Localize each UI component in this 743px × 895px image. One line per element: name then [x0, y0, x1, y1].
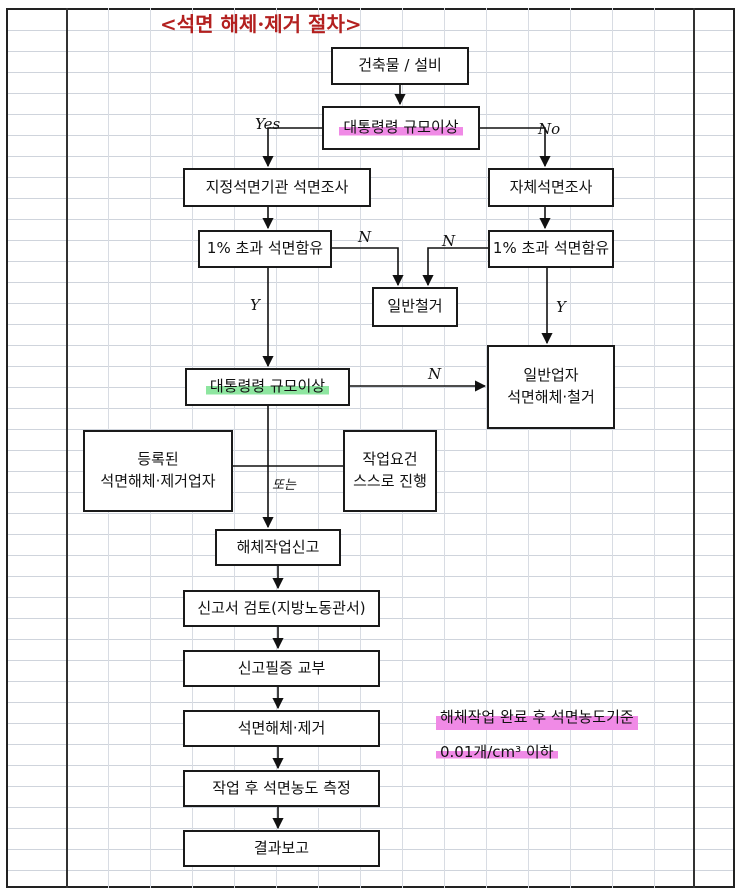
- node-label: 건축물 / 설비: [358, 56, 442, 75]
- node-building-facility: 건축물 / 설비: [331, 47, 469, 85]
- left-margin-line: [66, 8, 68, 888]
- node-certificate-issue: 신고필증 교부: [183, 650, 380, 687]
- node-work-report: 해체작업신고: [215, 529, 341, 566]
- grid-column: [486, 8, 487, 888]
- edge-n2-n4-no: [480, 127, 551, 168]
- node-label-line2: 석면해체·철거: [507, 388, 595, 406]
- edge-n5-n7-n: [332, 247, 404, 287]
- grid-column: [276, 8, 277, 888]
- node-self-conducted: 작업요건 스스로 진행: [343, 430, 437, 512]
- note-line1: 해체작업 완료 후 석면농도기준: [436, 700, 638, 735]
- edge-label-n-middle: N: [428, 365, 442, 383]
- right-margin-line: [693, 8, 695, 888]
- node-label: 대통령령 규모이상: [339, 117, 463, 139]
- edge-label-n-left: N: [358, 228, 372, 246]
- node-registered-contractor: 등록된 석면해체·제거업자: [83, 430, 233, 512]
- grid-column: [654, 8, 655, 888]
- node-label-line1: 작업요건: [362, 450, 418, 469]
- node-label-line1: 등록된: [137, 450, 179, 469]
- edge-label-y-left: Y: [250, 296, 260, 314]
- node-asbestos-over-1pct-left: 1% 초과 석면함유: [198, 230, 332, 268]
- edge-label-yes: Yes: [255, 115, 281, 133]
- edge-n2-n3-yes: [262, 127, 322, 168]
- node-label-line1: 일반업자: [523, 366, 579, 385]
- edge-label-or: 또는: [272, 478, 296, 493]
- node-label: 석면해체·제거: [237, 718, 326, 737]
- node-label: 지정석면기관 석면조사: [205, 177, 349, 196]
- edge-n6-n7-n: [422, 247, 488, 287]
- node-label: 1% 초과 석면함유: [492, 239, 610, 258]
- node-label-line2: 석면해체·제거업자: [100, 472, 216, 490]
- edge-label-n-right: N: [442, 232, 456, 250]
- grid-column: [612, 8, 613, 888]
- note-line2-wrap: 0.01개/cm³ 이하: [436, 735, 638, 770]
- grid-column: [444, 8, 445, 888]
- edge-label-no: No: [538, 120, 561, 138]
- note-line2: 0.01개/cm³ 이하: [436, 742, 558, 761]
- node-label-line2: 스스로 진행: [353, 472, 427, 490]
- node-label: 일반철거: [387, 297, 443, 316]
- grid-column: [528, 8, 529, 888]
- node-label: 결과보고: [253, 838, 310, 857]
- node-label: 자체석면조사: [509, 177, 593, 196]
- node-asbestos-over-1pct-right: 1% 초과 석면함유: [488, 230, 614, 268]
- node-label: 대통령령 규모이상: [205, 376, 330, 398]
- node-result-report: 결과보고: [183, 830, 380, 867]
- node-label: 작업 후 석면농도 측정: [212, 778, 351, 797]
- grid-column: [318, 8, 319, 888]
- node-label: 신고서 검토(지방노동관서): [197, 598, 366, 617]
- node-self-survey: 자체석면조사: [488, 168, 614, 207]
- node-report-review: 신고서 검토(지방노동관서): [183, 590, 380, 627]
- node-general-demolition: 일반철거: [372, 287, 458, 327]
- node-label: 신고필증 교부: [237, 658, 326, 677]
- node-label: 해체작업신고: [236, 537, 320, 556]
- node-label: 1% 초과 석면함유: [206, 239, 324, 258]
- node-presidential-scale-2: 대통령령 규모이상: [185, 368, 350, 406]
- edge-label-y-right: Y: [556, 298, 566, 316]
- node-presidential-scale-1: 대통령령 규모이상: [322, 106, 480, 150]
- node-general-contractor: 일반업자 석면해체·철거: [487, 345, 615, 429]
- grid-column: [234, 8, 235, 888]
- node-designated-survey: 지정석면기관 석면조사: [183, 168, 371, 207]
- grid-column: [570, 8, 571, 888]
- node-asbestos-removal: 석면해체·제거: [183, 710, 380, 747]
- node-post-measurement: 작업 후 석면농도 측정: [183, 770, 380, 807]
- concentration-note: 해체작업 완료 후 석면농도기준 0.01개/cm³ 이하: [436, 700, 638, 769]
- diagram-title: <석면 해체·제거 절차>: [160, 12, 362, 36]
